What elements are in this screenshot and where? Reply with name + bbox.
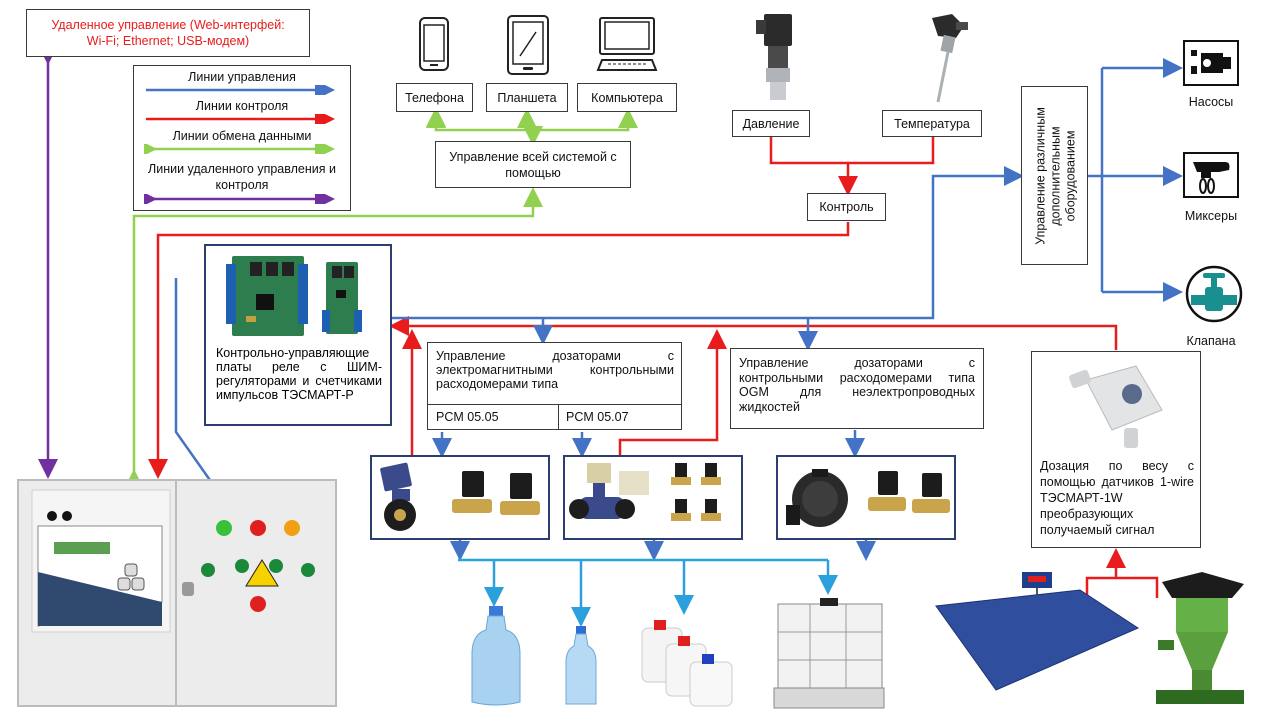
small-bottle-image xyxy=(565,626,597,705)
equipment-control-box: Управление различным дополнительным обор… xyxy=(1021,86,1088,265)
temperature-sensor-icon xyxy=(932,14,968,103)
device-tablet-label: Планшета xyxy=(497,90,557,105)
water-bottle-image xyxy=(471,606,521,706)
solenoid-valve-image xyxy=(452,471,540,515)
ogm-dosing-text: Управление дозаторами с контрольными рас… xyxy=(739,356,975,414)
boards-caption: Контрольно-управляющие платы реле с ШИМ-… xyxy=(216,346,382,402)
legend-label: Линии управления xyxy=(188,70,296,84)
canisters-image xyxy=(641,620,733,707)
tablet-icon xyxy=(507,15,549,75)
control-cabinet-image xyxy=(17,479,337,707)
pressure-label: Давление xyxy=(742,116,800,131)
pwm-board-image xyxy=(322,262,362,334)
pump-icon xyxy=(1183,40,1239,86)
device-phone: Телефона xyxy=(396,83,473,112)
em-dosing-box: Управление дозаторами с электромагнитным… xyxy=(427,342,682,430)
device-tablet: Планшета xyxy=(486,83,568,112)
temperature-label: Температура xyxy=(894,116,970,131)
legend-arrow xyxy=(146,109,335,129)
dosing-tile-1 xyxy=(370,455,550,540)
computer-icon xyxy=(596,17,658,71)
em-flowmeter-image xyxy=(380,462,416,531)
legend-item-monitor: Линии контроля xyxy=(144,99,340,129)
floor-scale-image xyxy=(935,572,1140,691)
em-type-1: PCM 05.05 xyxy=(436,410,499,424)
mixers-label: Миксеры xyxy=(1184,209,1238,223)
data-line-main xyxy=(124,187,543,489)
solenoid-valves-small-image xyxy=(671,463,721,521)
phone-icon xyxy=(419,17,449,71)
control-boards-panel: Контрольно-управляющие платы реле с ШИМ-… xyxy=(204,244,392,426)
legend-arrow xyxy=(137,189,335,209)
system-control-box: Управление всей системой с помощью xyxy=(435,141,631,188)
pressure-box: Давление xyxy=(732,110,810,137)
dosing-hopper-image xyxy=(1156,572,1244,704)
pressure-sensor-icon xyxy=(756,14,792,100)
remote-text-2: Wi-Fi; Ethernet; USB-модем) xyxy=(86,34,250,48)
legend-item-remote: Линии удаленного управления и контроля xyxy=(137,161,340,209)
device-computer-label: Компьютера xyxy=(591,90,663,105)
relay-board-image xyxy=(226,256,308,336)
monitor-line-boards xyxy=(389,316,1118,350)
system-control-text: Управление всей системой с помощью xyxy=(449,149,617,180)
em-dosing-text: Управление дозаторами с электромагнитным… xyxy=(436,349,674,391)
legend-arrow xyxy=(137,139,335,159)
ibc-tank-image xyxy=(773,598,885,709)
control-label: Контроль xyxy=(819,200,874,214)
pumps-label: Насосы xyxy=(1188,95,1234,109)
em-flowmeter-image-2 xyxy=(569,463,649,519)
control-line-main xyxy=(392,166,1024,320)
device-phone-label: Телефона xyxy=(405,90,464,105)
legend-label: Линии контроля xyxy=(195,99,289,113)
solenoid-valve-image-2 xyxy=(868,471,950,513)
ogm-dosing-box: Управление дозаторами с контрольными рас… xyxy=(730,348,984,429)
em-divider-v xyxy=(558,404,559,429)
legend-label: Линии обмена данными xyxy=(172,129,312,143)
legend: Линии управления Линии контроля Линии об… xyxy=(133,65,351,211)
ogm-flowmeter-image xyxy=(786,469,848,527)
mixer-icon xyxy=(1183,152,1239,198)
weight-dosing-text: Дозация по весу с помощью датчиков 1-wir… xyxy=(1040,459,1194,537)
sensor-1wire-image xyxy=(1069,365,1163,448)
legend-item-control: Линии управления xyxy=(144,70,340,100)
valve-icon xyxy=(1185,265,1243,323)
data-line-devices xyxy=(434,114,630,132)
em-type-2: PCM 05.07 xyxy=(566,410,629,424)
remote-text-1: Удаленное управление (Web-интерфей: xyxy=(51,18,285,32)
em-divider xyxy=(428,404,681,405)
legend-arrow xyxy=(146,80,335,100)
dosing-tile-3 xyxy=(776,455,956,540)
equipment-control-text: Управление различным дополнительным обор… xyxy=(1033,107,1077,245)
legend-label: Линии удаленного управления и контроля xyxy=(148,162,336,192)
valves-label: Клапана xyxy=(1186,334,1236,348)
monitor-line-main xyxy=(148,222,850,479)
dosing-tile-2 xyxy=(563,455,743,540)
legend-item-data: Линии обмена данными xyxy=(137,129,340,159)
remote-control-box: Удаленное управление (Web-интерфей: Wi-F… xyxy=(26,9,310,57)
temperature-box: Температура xyxy=(882,110,982,137)
device-computer: Компьютера xyxy=(577,83,677,112)
weight-dosing-box: Дозация по весу с помощью датчиков 1-wir… xyxy=(1031,351,1201,548)
control-box: Контроль xyxy=(807,193,886,221)
